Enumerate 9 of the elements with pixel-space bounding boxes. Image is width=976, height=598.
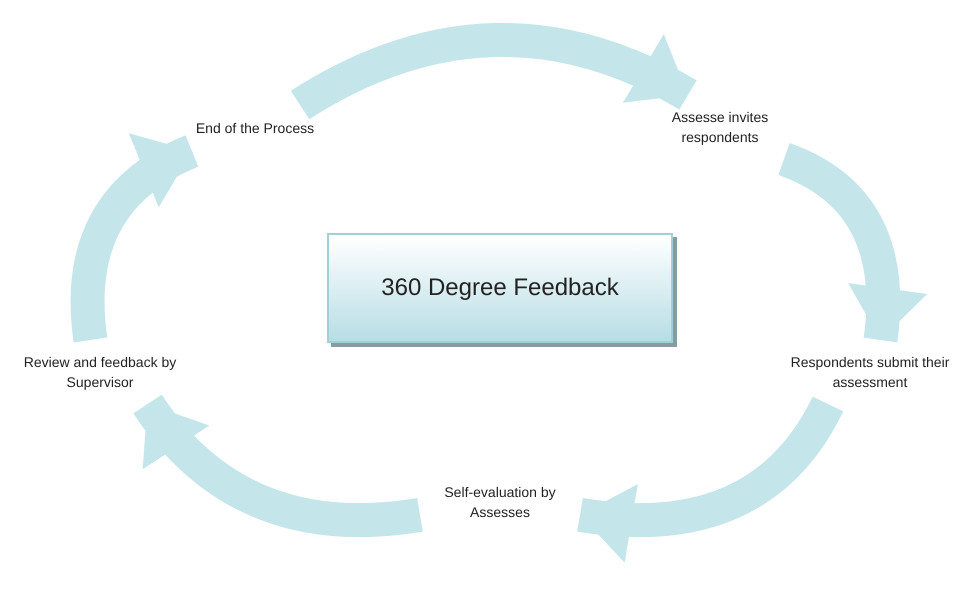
step-label: Respondents submit their assessment xyxy=(765,340,975,404)
curved-arrow xyxy=(778,143,926,342)
curved-arrow xyxy=(70,136,200,342)
curved-arrow xyxy=(291,23,696,120)
step-label: End of the Process xyxy=(165,105,345,151)
curved-arrow xyxy=(134,394,422,538)
step-label: Review and feedback by Supervisor xyxy=(5,340,195,404)
step-label: Self-evaluation by Assesses xyxy=(420,470,580,534)
step-label: Assesse invites respondents xyxy=(640,95,800,159)
